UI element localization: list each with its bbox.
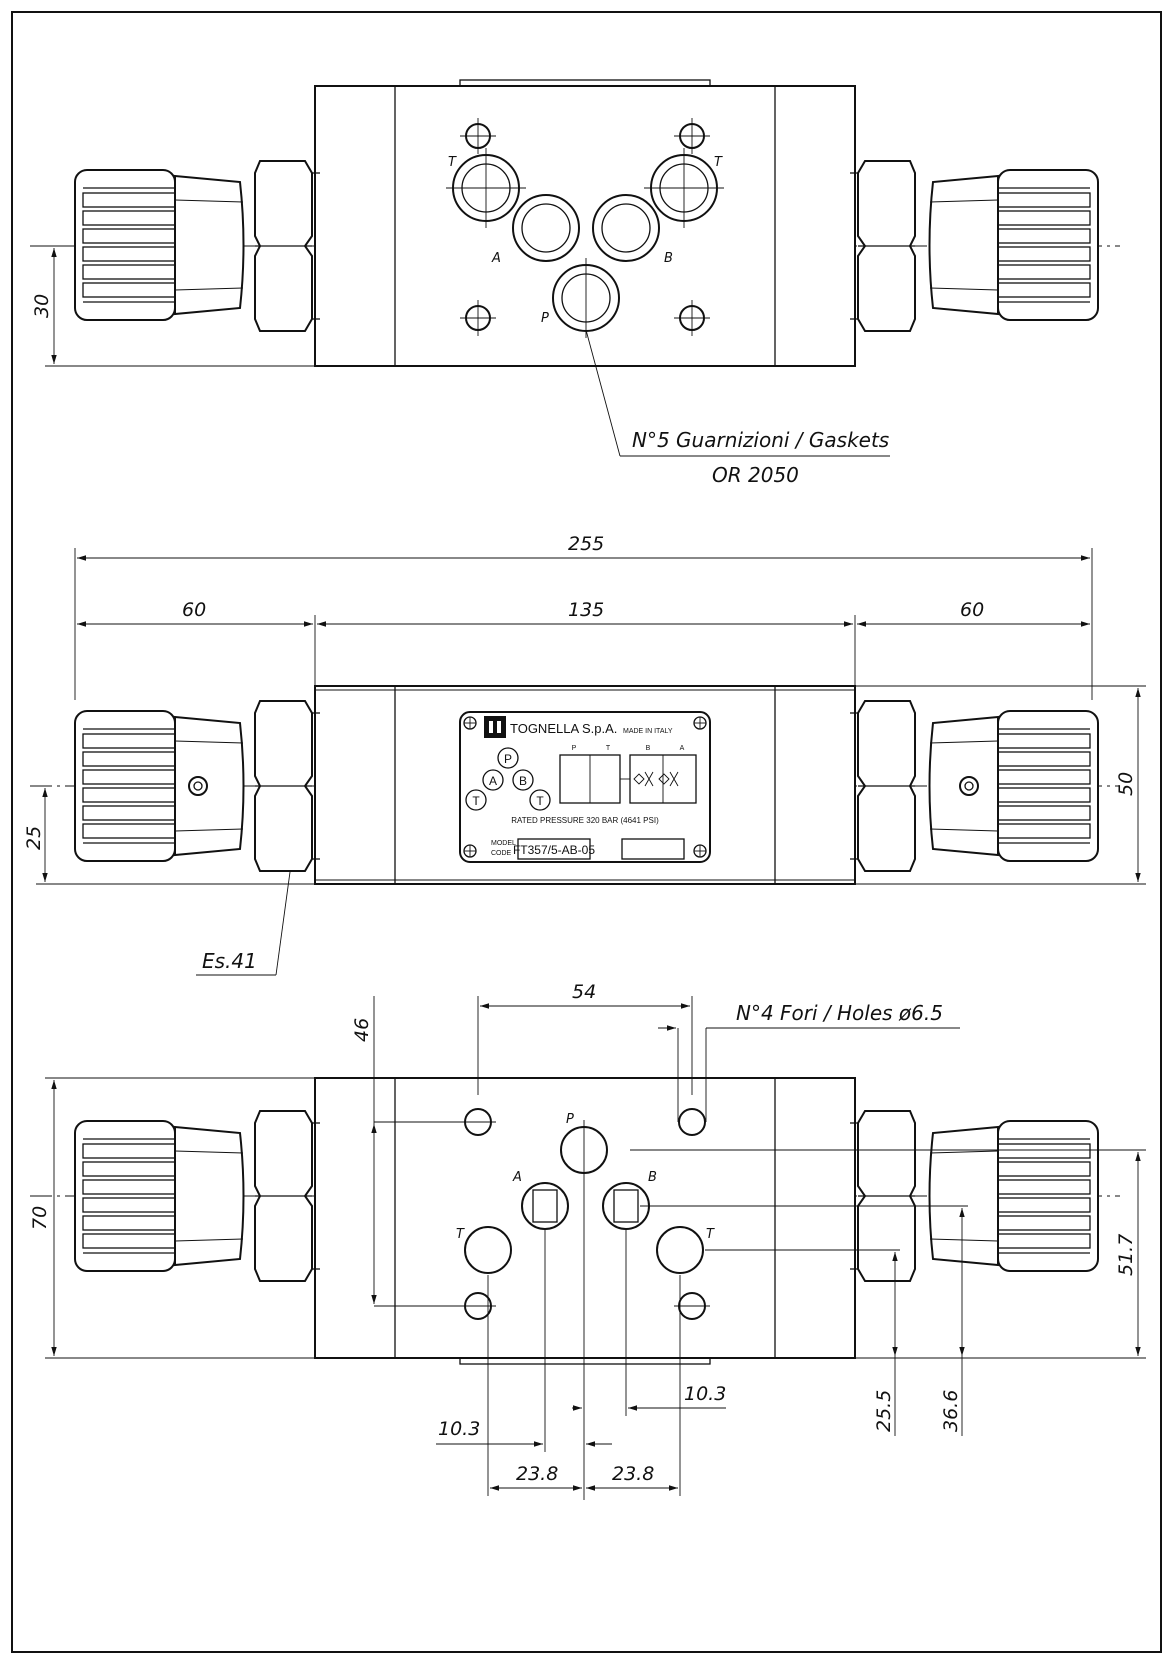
gasket-note-or: OR 2050 (712, 463, 799, 487)
bottom-port-a-label: A (512, 1170, 522, 1185)
model-code: FT357/5-AB-05 (513, 843, 595, 857)
bottom-view: P A B T T 54 46 N°4 Fori / Holes ø6.5 70… (29, 981, 1146, 1500)
drawing-border (11, 11, 1162, 1653)
bottom-port-b-label: B (648, 1170, 657, 1185)
bottom-port-p-label: P (566, 1112, 574, 1127)
symbol-port-p: P (572, 745, 577, 752)
front-dim-25: 25 (23, 826, 45, 850)
bottom-dim-10-3-left: 10.3 (438, 1418, 480, 1440)
symbol-port-t: T (606, 745, 611, 752)
bottom-dim-54: 54 (572, 981, 596, 1003)
nameplate-origin: MADE IN ITALY (623, 728, 673, 735)
plate-circle-b: B (519, 774, 527, 788)
bottom-dim-51-7: 51.7 (1115, 1234, 1137, 1276)
plate-circle-p: P (504, 752, 512, 766)
top-port-p-label: P (541, 311, 549, 326)
front-dim-60-left: 60 (182, 599, 206, 621)
tognella-logo-icon (484, 716, 506, 738)
symbol-port-b: B (646, 745, 651, 752)
bottom-port-t-right-label: T (706, 1227, 715, 1242)
top-port-b-label: B (664, 251, 673, 266)
bottom-dim-23-8-left: 23.8 (516, 1463, 558, 1485)
code-label: CODE (491, 850, 512, 857)
bottom-dim-46: 46 (351, 1018, 373, 1042)
model-label: MODEL (491, 840, 516, 847)
bottom-port-t-left-label: T (456, 1227, 465, 1242)
bottom-dim-10-3-right: 10.3 (684, 1383, 726, 1405)
front-dim-255: 255 (568, 533, 604, 555)
nameplate-brand: TOGNELLA S.p.A. (510, 721, 617, 736)
front-dim-60-right: 60 (960, 599, 984, 621)
top-dim-30: 30 (31, 294, 53, 318)
front-dim-135: 135 (568, 599, 604, 621)
top-port-t-right-label: T (714, 155, 723, 170)
hex-size-note: Es.41 (202, 949, 257, 973)
nameplate: TOGNELLA S.p.A. MADE IN ITALY T A P B T … (459, 711, 711, 863)
plate-circle-t2: T (536, 794, 544, 808)
top-port-a-label: A (491, 251, 501, 266)
symbol-port-a: A (680, 745, 685, 752)
holes-note: N°4 Fori / Holes ø6.5 (736, 1001, 943, 1025)
gasket-note: N°5 Guarnizioni / Gaskets (632, 428, 889, 452)
bottom-dim-23-8-right: 23.8 (612, 1463, 654, 1485)
top-port-t-left-label: T (448, 155, 457, 170)
bottom-dim-36-6: 36.6 (940, 1390, 962, 1432)
rated-pressure: RATED PRESSURE 320 BAR (4641 PSI) (511, 816, 659, 825)
front-view: 255 60 135 60 TOGNELLA S.p.A. (23, 533, 1146, 976)
front-dim-50: 50 (1115, 772, 1137, 796)
plate-circle-a: A (489, 774, 497, 788)
bottom-dim-25-5: 25.5 (873, 1390, 895, 1432)
bottom-dim-70: 70 (29, 1206, 51, 1230)
top-view: T T A B P 30 N°5 Guarnizioni / Gaskets O… (30, 79, 1120, 487)
plate-circle-t1: T (472, 794, 480, 808)
